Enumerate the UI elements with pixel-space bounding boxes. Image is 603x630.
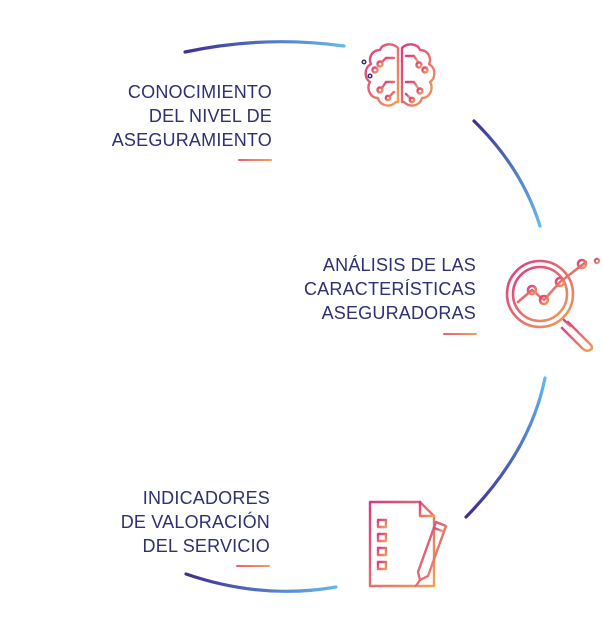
step-conocimiento-underline bbox=[238, 159, 272, 161]
arc-bottom bbox=[184, 572, 338, 593]
step-conocimiento-line-3: ASEGURAMIENTO bbox=[111, 130, 272, 150]
step-analisis-underline bbox=[443, 333, 477, 335]
checklist-pencil-icon bbox=[368, 500, 448, 588]
arc-upper-right bbox=[472, 119, 542, 228]
step-analisis-line-3: ASEGURADORAS bbox=[321, 303, 476, 323]
step-analisis-line-1: ANÁLISIS DE LAS bbox=[322, 255, 476, 275]
step-indicadores-line-3: DEL SERVICIO bbox=[142, 536, 270, 556]
step-indicadores-underline bbox=[236, 565, 270, 567]
step-indicadores-label: INDICADORES DE VALORACIÓN DEL SERVICIO bbox=[96, 486, 270, 558]
step-conocimiento-line-1: CONOCIMIENTO bbox=[127, 82, 272, 102]
step-conocimiento-label: CONOCIMIENTO DEL NIVEL DE ASEGURAMIENTO bbox=[96, 80, 272, 152]
step-analisis-line-2: CARACTERÍSTICAS bbox=[303, 279, 476, 299]
brain-circuit-icon bbox=[361, 43, 436, 107]
step-indicadores-line-1: INDICADORES bbox=[142, 488, 270, 508]
step-conocimiento-line-2: DEL NIVEL DE bbox=[148, 106, 272, 126]
arc-lower-right bbox=[464, 376, 547, 519]
step-indicadores-line-2: DE VALORACIÓN bbox=[120, 512, 270, 532]
arc-top bbox=[183, 40, 346, 54]
magnifier-chart-icon bbox=[505, 257, 601, 352]
step-analisis-label: ANÁLISIS DE LAS CARACTERÍSTICAS ASEGURAD… bbox=[286, 253, 476, 325]
